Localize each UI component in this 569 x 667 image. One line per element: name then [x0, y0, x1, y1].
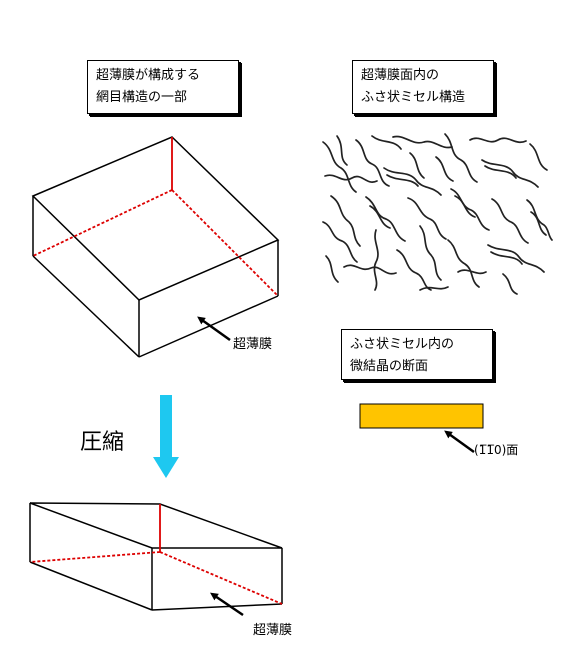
- top-box-hidden-left: [32, 189, 173, 257]
- fringed-micelle-pattern: [322, 133, 553, 295]
- caption-crystallite-section-line-1: ふさ状ミセル内の: [350, 337, 455, 352]
- caption-mesh-structure-line-2: 網目構造の一部: [96, 90, 188, 105]
- caption-crystallite-section: ふさ状ミセル内の 微結晶の断面: [341, 329, 493, 380]
- top-box-top-face: [31, 136, 280, 301]
- top-box: [31, 136, 280, 358]
- bottom-box: [29, 502, 283, 611]
- film-bottom-arrow: [210, 592, 244, 617]
- film-label-top: 超薄膜: [233, 337, 273, 352]
- top-box-hidden-edges: [32, 137, 279, 297]
- top-box-bottom-left-edge: [32, 255, 140, 358]
- plane-label: (1̅1̅0)面: [474, 443, 519, 457]
- bottom-box-hidden-edges: [29, 504, 283, 605]
- top-box-bottom-right-edge: [138, 295, 279, 358]
- caption-crystallite-section-line-2: 微結晶の断面: [350, 359, 429, 374]
- top-box-hidden-right: [171, 189, 279, 297]
- bottom-box-hidden-left: [29, 551, 161, 563]
- bottom-box-hidden-right: [159, 551, 283, 605]
- caption-mesh-structure: 超薄膜が構成する 網目構造の一部: [87, 60, 239, 114]
- bottom-box-bottom-left-edge: [29, 561, 153, 611]
- compression-label: 圧縮: [80, 430, 125, 455]
- bottom-box-top-face: [29, 502, 283, 549]
- film-top-arrow: [197, 316, 231, 342]
- crystallite-rect: [359, 403, 484, 429]
- caption-fringed-micelle: 超薄膜面内の ふさ状ミセル構造: [352, 60, 494, 114]
- caption-fringed-micelle-line-1: 超薄膜面内の: [361, 68, 440, 83]
- caption-fringed-micelle-line-2: ふさ状ミセル構造: [361, 90, 466, 105]
- plane-arrow: [444, 430, 475, 454]
- bottom-box-bottom-right-edge: [151, 603, 283, 611]
- film-label-bottom: 超薄膜: [253, 623, 293, 638]
- compression-arrow: [153, 395, 179, 478]
- caption-mesh-structure-line-1: 超薄膜が構成する: [96, 68, 201, 83]
